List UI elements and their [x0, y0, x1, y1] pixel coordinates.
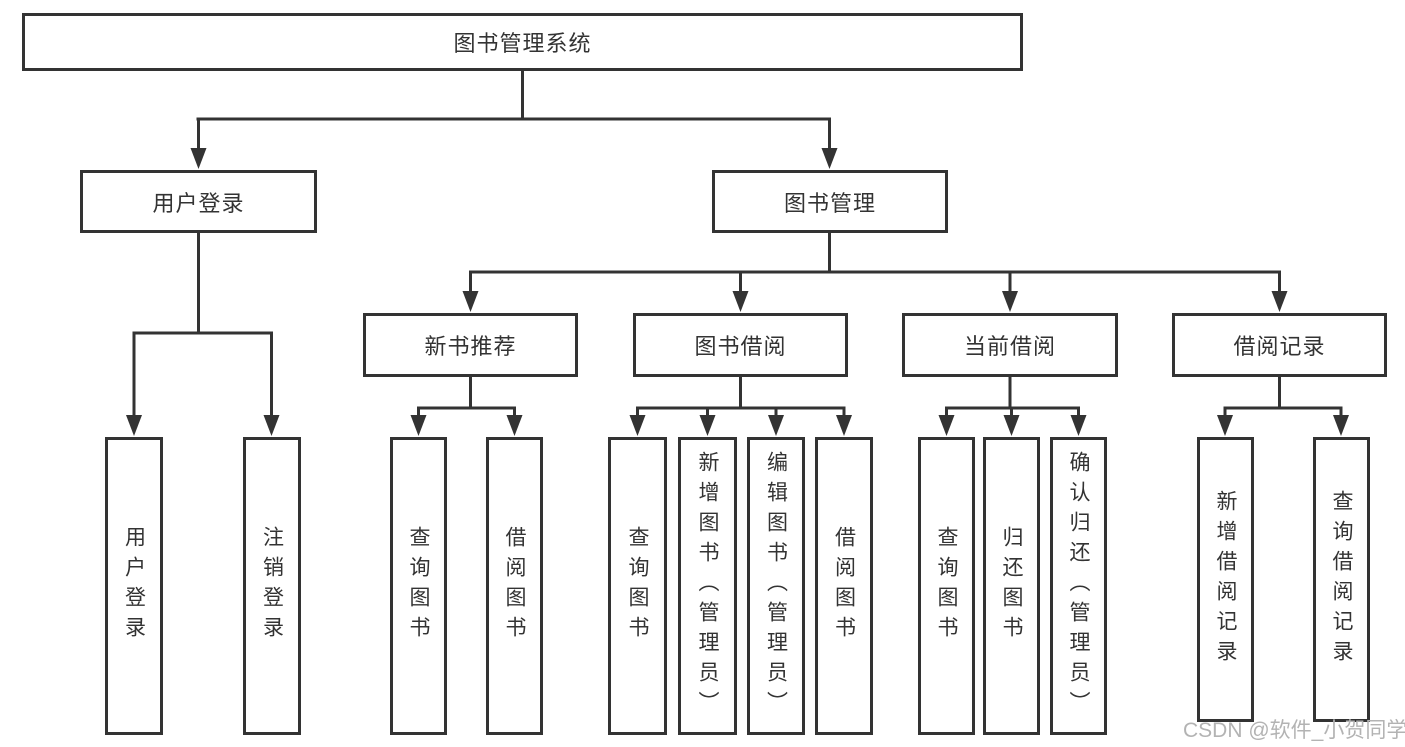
leaf-borrowing-add-book-admin: 新增图书（管理员） [678, 437, 737, 735]
leaf-user-login-label: 用户登录 [122, 526, 146, 646]
leaf-current-query-book-label: 查询图书 [935, 526, 959, 646]
leaf-recommend-query-book-label: 查询图书 [407, 526, 431, 646]
leaf-borrowing-borrow-book-label: 借阅图书 [832, 526, 856, 646]
leaf-recommend-borrow-book: 借阅图书 [486, 437, 543, 735]
node-current-borrowing: 当前借阅 [902, 313, 1118, 377]
leaf-borrowing-edit-book-admin: 编辑图书（管理员） [747, 437, 805, 735]
node-book-management: 图书管理 [712, 170, 948, 233]
node-borrowing-records: 借阅记录 [1172, 313, 1387, 377]
leaf-records-add-record: 新增借阅记录 [1197, 437, 1254, 722]
leaf-current-return-book-label: 归还图书 [1000, 526, 1024, 646]
leaf-current-return-book: 归还图书 [983, 437, 1040, 735]
leaf-records-query-record-label: 查询借阅记录 [1330, 489, 1354, 670]
leaf-borrowing-query-book-label: 查询图书 [626, 526, 650, 646]
leaf-borrowing-borrow-book: 借阅图书 [815, 437, 873, 735]
leaf-current-confirm-return-admin: 确认归还（管理员） [1050, 437, 1107, 735]
leaf-borrowing-query-book: 查询图书 [608, 437, 667, 735]
node-system-root: 图书管理系统 [22, 13, 1023, 71]
leaf-recommend-borrow-book-label: 借阅图书 [503, 526, 527, 646]
leaf-current-confirm-return-admin-label: 确认归还（管理员） [1067, 451, 1091, 721]
leaf-borrowing-edit-book-admin-label: 编辑图书（管理员） [764, 451, 788, 721]
leaf-records-query-record: 查询借阅记录 [1313, 437, 1370, 722]
leaf-records-add-record-label: 新增借阅记录 [1214, 489, 1238, 670]
arrowheads [126, 148, 1349, 436]
leaf-borrowing-add-book-admin-label: 新增图书（管理员） [696, 451, 720, 721]
node-new-book-recommend: 新书推荐 [363, 313, 578, 377]
leaf-user-login: 用户登录 [105, 437, 163, 735]
leaf-recommend-query-book: 查询图书 [390, 437, 447, 735]
leaf-logout-login: 注销登录 [243, 437, 301, 735]
leaf-logout-login-label: 注销登录 [260, 526, 284, 646]
leaf-current-query-book: 查询图书 [918, 437, 975, 735]
node-user-login: 用户登录 [80, 170, 317, 233]
watermark-text: CSDN @软件_小贺同学 [1183, 719, 1405, 742]
node-book-borrowing: 图书借阅 [633, 313, 848, 377]
